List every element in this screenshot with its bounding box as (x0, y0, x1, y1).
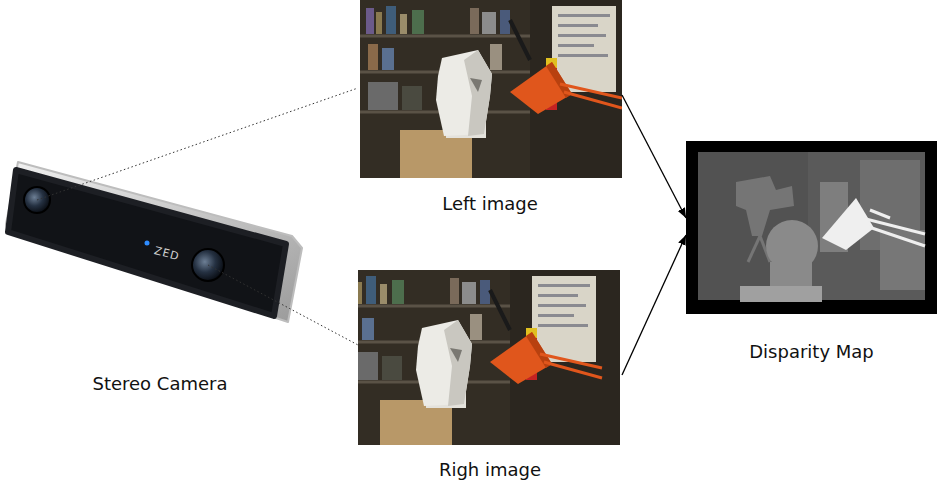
disparity-lamp (822, 198, 874, 250)
disparity-frame (686, 141, 937, 314)
flow-arrow (622, 235, 686, 375)
disparity-map-graphic (686, 141, 937, 314)
camera-rim (6, 162, 302, 322)
camera-node: Stereo Camera (0, 150, 320, 395)
image-node: Righ image (358, 268, 622, 481)
dotted-sight-line (208, 265, 358, 345)
dotted-sight-line (37, 88, 358, 200)
flow-arrow (622, 95, 686, 218)
disparity-ground (698, 152, 925, 300)
right-photo (340, 270, 640, 448)
camera-led (145, 241, 150, 246)
stereo-camera-illustration (6, 162, 302, 322)
disparity-node: Disparity Map (686, 141, 937, 363)
caption-text: Righ image (439, 459, 541, 481)
caption-text: Disparity Map (749, 341, 874, 363)
caption-text: Stereo Camera (92, 373, 227, 395)
camera-body (8, 170, 286, 316)
image-node: Left image (358, 0, 622, 215)
caption-text: Left image (442, 193, 538, 215)
left-photo (360, 0, 660, 178)
